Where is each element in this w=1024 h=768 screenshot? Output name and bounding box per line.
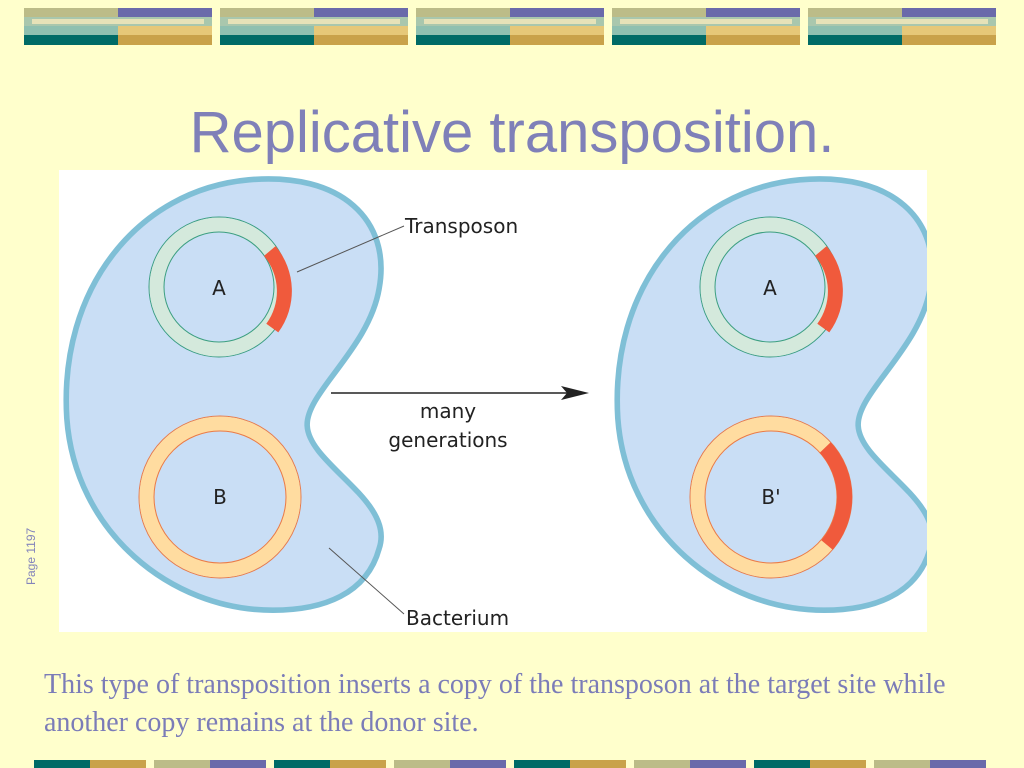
arrow-label-many: many	[420, 399, 476, 423]
band-block	[902, 26, 996, 35]
plasmid-a-before	[148, 216, 292, 358]
band-block	[90, 760, 146, 768]
band-block	[706, 8, 800, 17]
plasmid-a-after	[699, 216, 843, 358]
band-block	[510, 8, 604, 17]
band-block	[274, 760, 330, 768]
band-block	[902, 35, 996, 45]
band-block	[514, 760, 570, 768]
bacterium-leader-line	[328, 547, 405, 615]
slide-title: Replicative transposition.	[189, 100, 835, 165]
band-block	[228, 19, 400, 24]
transposon-label: Transposon	[404, 214, 518, 238]
band-block	[24, 35, 118, 45]
slide-caption: This type of transposition inserts a cop…	[44, 669, 946, 738]
band-block	[24, 8, 118, 17]
band-block	[314, 26, 408, 35]
bacterium-cell-before	[68, 181, 379, 608]
bacterium-cell-after	[619, 181, 927, 608]
band-block	[416, 8, 510, 17]
band-block	[34, 760, 90, 768]
transposon-segment-a-after	[815, 246, 843, 333]
plasmid-a-label-after: A	[763, 276, 777, 300]
page-reference: Page 1197	[24, 527, 38, 585]
transposon-segment-b-after	[819, 442, 853, 550]
band-block	[314, 35, 408, 45]
band-block	[902, 8, 996, 17]
band-block	[32, 19, 204, 24]
band-block	[706, 26, 800, 35]
band-block	[118, 8, 212, 17]
diagram-panel: A B Transposon Bacterium many generation…	[59, 170, 927, 632]
band-block	[634, 760, 690, 768]
band-block	[118, 35, 212, 45]
plasmid-b-after	[689, 415, 853, 579]
arrow-label-generations: generations	[388, 428, 507, 452]
band-block	[314, 8, 408, 17]
bacterium-label: Bacterium	[406, 606, 509, 630]
band-block	[416, 35, 510, 45]
band-block	[808, 26, 902, 35]
band-block	[810, 760, 866, 768]
replicative-transposition-diagram: A B Transposon Bacterium many generation…	[59, 170, 927, 630]
band-block	[510, 35, 604, 45]
band-block	[24, 26, 118, 35]
band-block	[220, 35, 314, 45]
band-block	[330, 760, 386, 768]
band-block	[808, 35, 902, 45]
band-block	[416, 26, 510, 35]
transposon-leader-line	[296, 225, 405, 273]
band-block	[612, 8, 706, 17]
band-block	[220, 8, 314, 17]
band-block	[620, 19, 792, 24]
band-block	[570, 760, 626, 768]
plasmid-b-label-after: B'	[761, 485, 780, 509]
plasmid-b-before	[138, 415, 302, 579]
band-block	[808, 8, 902, 17]
generation-arrow	[331, 386, 589, 400]
plasmid-a-label-before: A	[212, 276, 226, 300]
band-block	[754, 760, 810, 768]
band-block	[220, 26, 314, 35]
transposon-segment-a-before	[264, 246, 292, 333]
band-block	[510, 26, 604, 35]
band-block	[930, 760, 986, 768]
plasmid-b-label-before: B	[213, 485, 227, 509]
top-decorative-band	[24, 8, 996, 45]
band-block	[816, 19, 988, 24]
band-block	[154, 760, 210, 768]
band-block	[612, 26, 706, 35]
band-block	[706, 35, 800, 45]
band-block	[690, 760, 746, 768]
band-block	[118, 26, 212, 35]
band-block	[612, 35, 706, 45]
band-block	[450, 760, 506, 768]
band-block	[210, 760, 266, 768]
band-block	[394, 760, 450, 768]
band-block	[424, 19, 596, 24]
bottom-decorative-band	[34, 760, 986, 768]
band-block	[874, 760, 930, 768]
